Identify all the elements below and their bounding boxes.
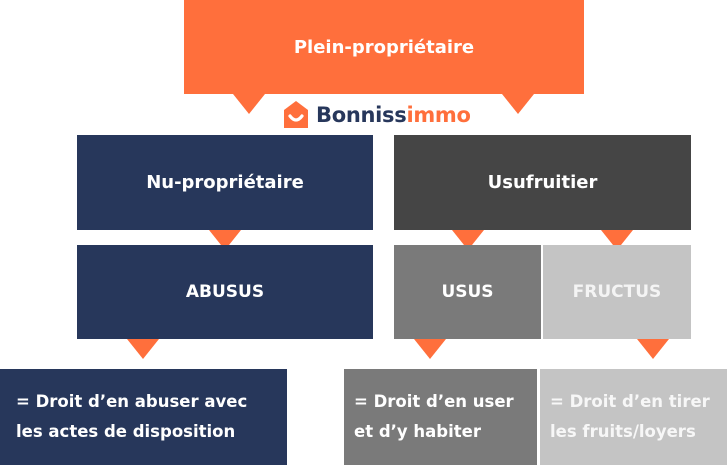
arrow-top-left	[233, 94, 265, 114]
nu-proprietaire-label: Nu-propriétaire	[146, 172, 304, 193]
usus-label: USUS	[441, 282, 494, 302]
nu-proprietaire-box: Nu-propriétaire	[77, 135, 373, 230]
usus-box: USUS	[394, 245, 541, 339]
arrow-top-right	[502, 94, 534, 114]
abusus-definition-line-2: les actes de disposition	[16, 422, 236, 441]
usus-definition-box: = Droit d’en user et d’y habiter	[344, 369, 537, 465]
plein-proprietaire-box: Plein-propriétaire	[184, 0, 584, 94]
arrow-usus-to-definition	[414, 339, 446, 359]
abusus-box: ABUSUS	[77, 245, 373, 339]
fructus-definition-line-1: = Droit d’en tirer	[550, 392, 710, 411]
plein-proprietaire-label: Plein-propriétaire	[293, 36, 475, 58]
fructus-definition-box: = Droit d’en tirer les fruits/loyers	[540, 369, 727, 465]
usus-definition-line-2: et d’y habiter	[354, 422, 481, 441]
fructus-label: FRUCTUS	[572, 282, 662, 302]
abusus-label: ABUSUS	[185, 282, 265, 302]
arrow-fructus-to-definition	[637, 339, 669, 359]
usufruitier-label: Usufruitier	[487, 172, 598, 193]
usufruitier-box: Usufruitier	[394, 135, 691, 230]
logo: Bonnissimmo	[282, 99, 471, 131]
house-smile-icon	[284, 101, 308, 128]
arrow-abusus-to-definition	[127, 339, 159, 359]
fructus-box: FRUCTUS	[543, 245, 691, 339]
abusus-definition-box: = Droit d’en abuser avec les actes de di…	[0, 369, 287, 465]
fructus-definition-line-2: les fruits/loyers	[550, 422, 696, 441]
logo-text-immo: immo	[406, 103, 471, 127]
logo-text-bonniss: Bonniss	[316, 103, 407, 127]
logo-text: Bonnissimmo	[316, 103, 471, 127]
usus-definition-line-1: = Droit d’en user	[354, 392, 514, 411]
abusus-definition-line-1: = Droit d’en abuser avec	[16, 392, 248, 411]
